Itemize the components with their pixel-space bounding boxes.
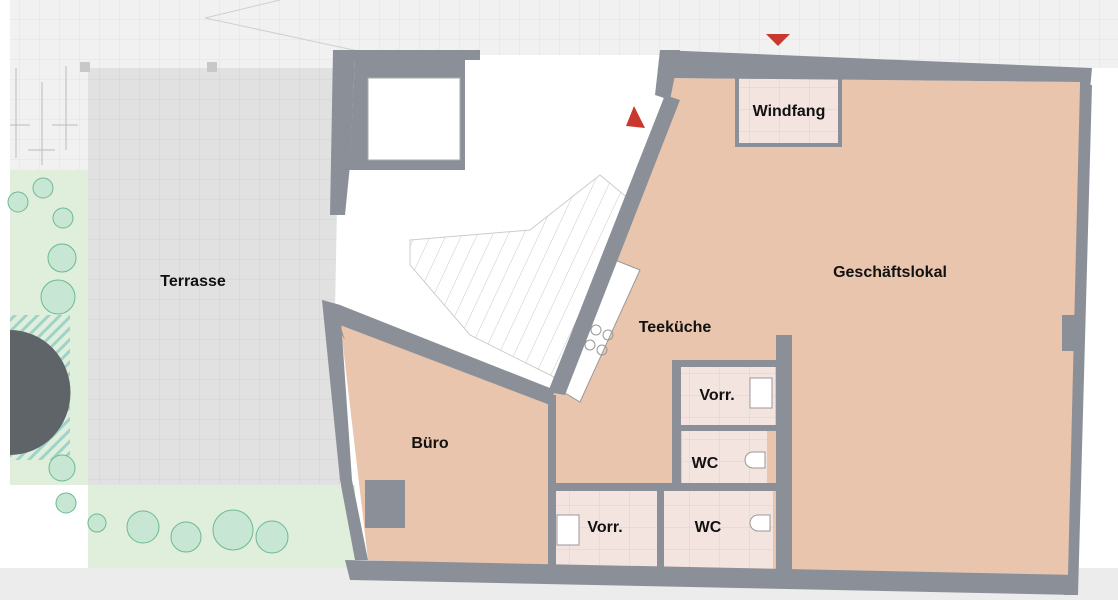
entrance-triangle-icon (766, 34, 790, 46)
walls (322, 50, 1092, 595)
label-terrasse: Terrasse (160, 273, 226, 290)
sink-icon (556, 377, 773, 546)
tree-canopy (10, 330, 71, 455)
tree-icon (7, 177, 289, 554)
label-wc-upper: WC (692, 455, 719, 472)
label-teekueche: Teeküche (639, 319, 712, 336)
entrance-triangle-icon (626, 106, 645, 128)
label-buero: Büro (411, 435, 449, 452)
toilet-icon (744, 451, 771, 532)
bicycle-icon (10, 66, 78, 165)
label-wc-lower: WC (695, 519, 722, 536)
stove-icon (584, 324, 614, 356)
label-vorr-lower: Vorr. (587, 519, 622, 536)
label-windfang: Windfang (753, 103, 826, 120)
label-vorr-upper: Vorr. (699, 387, 734, 404)
label-geschaeftslokal: Geschäftslokal (833, 264, 947, 281)
